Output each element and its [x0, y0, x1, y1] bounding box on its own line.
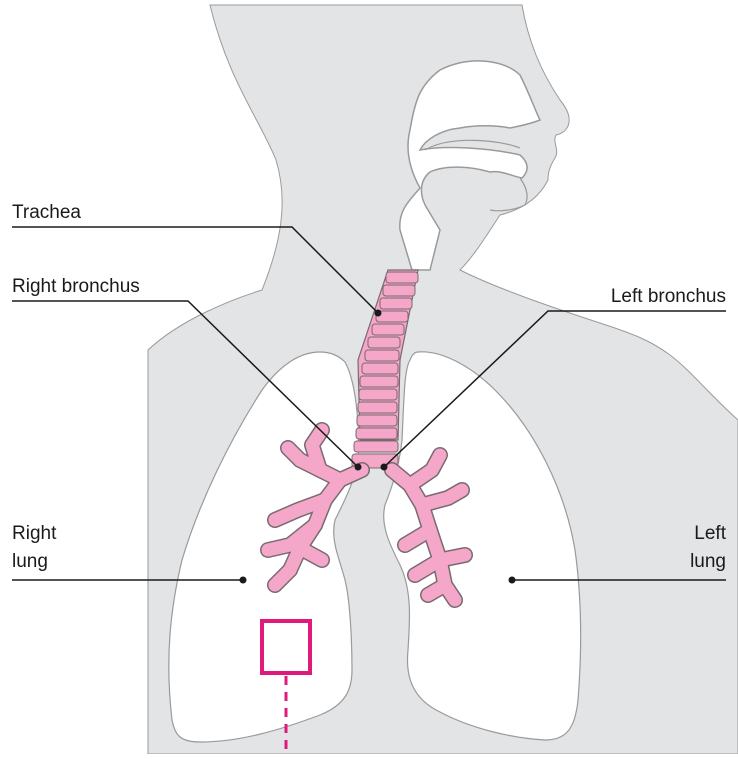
label-left-lung-line2: lung	[690, 550, 726, 574]
label-right-bronchus: Right bronchus	[12, 275, 140, 299]
label-left-lung-line1: Left	[694, 522, 726, 546]
label-left-bronchus: Left bronchus	[611, 285, 726, 309]
label-trachea: Trachea	[12, 201, 81, 225]
label-right-lung-line1: Right	[12, 522, 56, 546]
label-right-lung-line2: lung	[12, 550, 48, 574]
